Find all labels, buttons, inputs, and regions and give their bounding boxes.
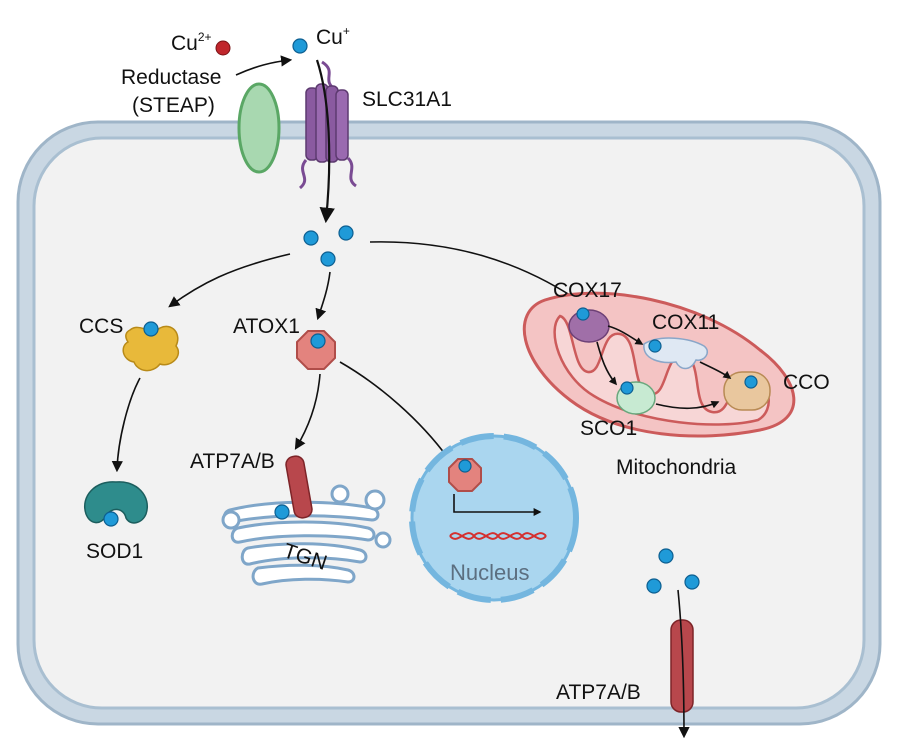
arrow-cox17-to-sco1	[596, 341, 618, 386]
ccs-protein	[122, 325, 180, 372]
uptake-arrow	[315, 59, 335, 224]
arrow-atox1-to-nucleus	[339, 361, 450, 460]
dna-helix	[449, 532, 547, 540]
cco-protein	[723, 371, 771, 411]
arrow-to-atox1	[315, 271, 331, 321]
ccs-bound-copper	[143, 321, 159, 337]
steap-label: (STEAP)	[132, 94, 215, 117]
export-copper-ion	[658, 548, 674, 564]
cytosolic-copper-ion	[338, 225, 354, 241]
cytosolic-copper-ion	[320, 251, 336, 267]
ccs-label: CCS	[79, 315, 123, 338]
nuclear-atox1-protein	[448, 458, 482, 492]
trans-golgi-network	[221, 484, 392, 586]
cco-copper	[744, 375, 758, 389]
cytoplasm	[32, 136, 866, 710]
reductase-label: Reductase	[121, 66, 221, 89]
cuprous-label: Cu+	[316, 24, 350, 49]
atp7ab-membrane-protein	[670, 619, 694, 713]
cell	[16, 120, 882, 726]
sod1-bound-copper	[103, 511, 119, 527]
cytosolic-copper-ion	[303, 230, 319, 246]
arrow-cox11-to-cco	[699, 361, 732, 379]
export-copper-ion	[684, 574, 700, 590]
arrow-atox1-to-atp7ab	[294, 373, 321, 450]
atox1-bound-copper	[310, 333, 326, 349]
reduction-arrow	[235, 55, 293, 76]
slc31a1-label: SLC31A1	[362, 88, 452, 111]
arrow-sco1-to-cco	[655, 400, 720, 410]
atp7ab-tgn-protein	[285, 455, 313, 519]
tgn-copper-ion	[274, 504, 290, 520]
arrow-to-ccs	[168, 253, 291, 308]
cox11-label: COX11	[652, 311, 719, 334]
cuprous-ion	[292, 38, 308, 54]
export-arrow	[677, 589, 690, 739]
arrow-cox17-to-cox11	[607, 325, 644, 345]
sco1-copper	[620, 381, 634, 395]
cupric-label: Cu2+	[171, 30, 212, 55]
nuclear-atox1-copper	[458, 459, 472, 473]
nucleus-label: Nucleus	[450, 560, 529, 585]
cupric-ion	[215, 40, 231, 56]
cco-label: CCO	[783, 371, 830, 394]
atp7ab-membrane-label: ATP7A/B	[556, 681, 641, 704]
export-copper-ion	[646, 578, 662, 594]
cox11-copper	[648, 339, 662, 353]
atp7ab-tgn-label: ATP7A/B	[190, 450, 275, 473]
cox17-copper	[576, 307, 590, 321]
atox1-label: ATOX1	[233, 315, 300, 338]
reductase-steap-protein	[237, 82, 281, 174]
sco1-label: SCO1	[580, 417, 637, 440]
mitochondria-label: Mitochondria	[616, 456, 737, 479]
arrow-to-cox17	[369, 241, 587, 307]
sod1-label: SOD1	[86, 540, 143, 563]
arrow-ccs-to-sod1	[111, 377, 141, 473]
transcription-start-arrow	[453, 494, 542, 516]
cox17-label: COX17	[553, 279, 622, 302]
